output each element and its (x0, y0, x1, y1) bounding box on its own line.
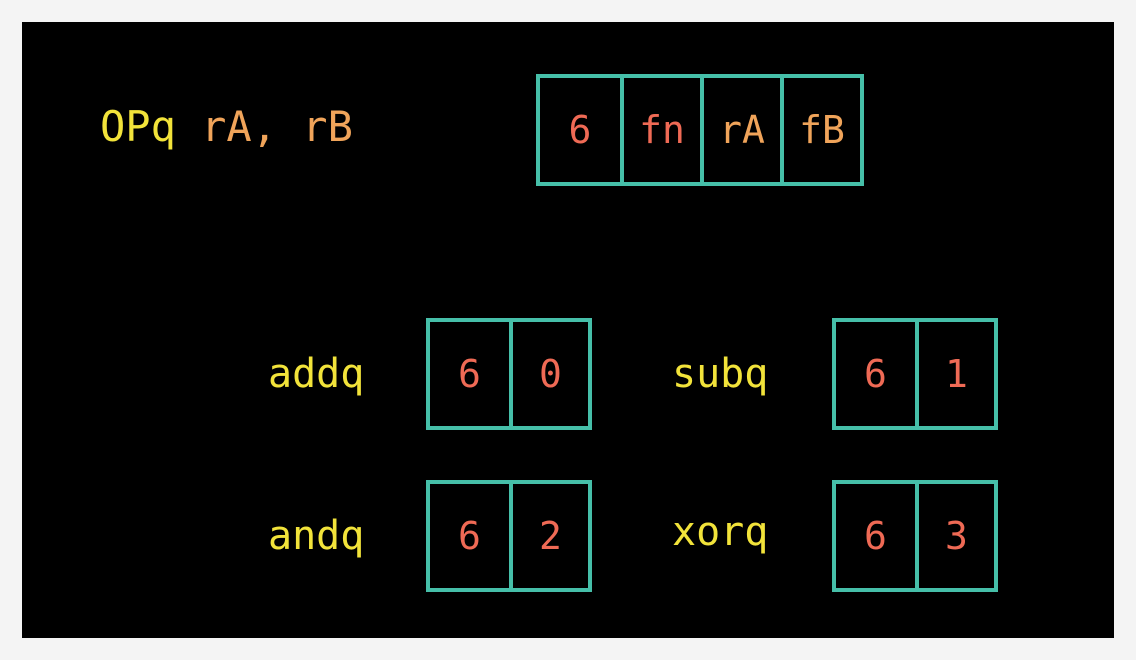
ifun-cell: 3 (915, 484, 994, 588)
ifun-cell: 2 (509, 484, 588, 588)
encoding-cell-rb: fB (780, 78, 860, 182)
encoding-addq: 6 0 (426, 318, 592, 430)
op-operands: rA, rB (175, 102, 353, 151)
icode-cell: 6 (864, 352, 887, 396)
encoding-andq: 6 2 (426, 480, 592, 592)
slide-canvas: OPq rA, rB 6 fn rA fB addq 6 0 subq 6 1 … (22, 22, 1114, 638)
icode-cell: 6 (458, 514, 481, 558)
icode-cell: 6 (458, 352, 481, 396)
ifun-cell: 0 (509, 322, 588, 426)
encoding-byte-layout: 6 fn rA fB (536, 74, 864, 186)
mnemonic-addq: addq (268, 351, 365, 397)
ifun-cell: 1 (915, 322, 994, 426)
encoding-subq: 6 1 (832, 318, 998, 430)
encoding-xorq: 6 3 (832, 480, 998, 592)
encoding-cell-ra: rA (700, 78, 780, 182)
mnemonic-xorq: xorq (672, 509, 769, 555)
mnemonic-andq: andq (268, 513, 365, 559)
icode-cell: 6 (864, 514, 887, 558)
encoding-cell-fn: fn (620, 78, 700, 182)
op-mnemonic: OPq (100, 102, 176, 151)
instruction-format-label: OPq rA, rB (100, 106, 353, 148)
encoding-cell-icode: 6 (568, 108, 592, 152)
mnemonic-subq: subq (672, 351, 769, 397)
